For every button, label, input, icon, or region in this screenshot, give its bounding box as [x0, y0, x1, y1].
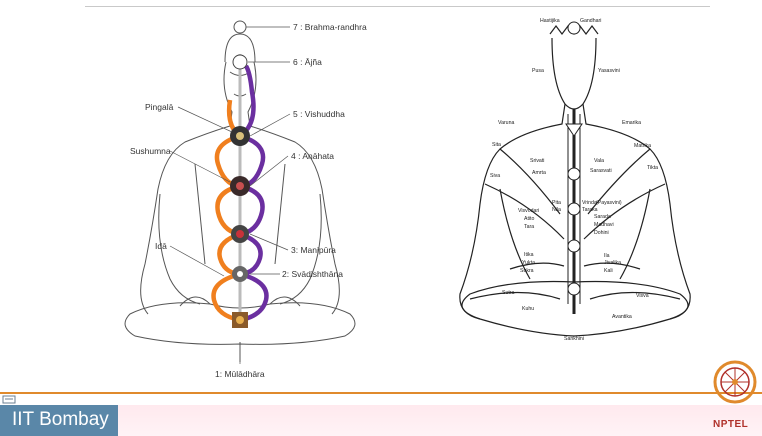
label-pusa: Pusa — [532, 68, 544, 74]
label-kuhu: Kuhu — [522, 306, 534, 312]
top-divider — [85, 6, 710, 7]
label-visva: Visva — [636, 293, 649, 299]
iit-crest-icon — [2, 394, 16, 404]
label-sukra: Sukra — [520, 268, 534, 274]
label-payasvini: (Payasvini) — [596, 200, 622, 206]
iit-bombay-text: IIT Bombay — [12, 409, 109, 431]
label-taraka: Taraka — [582, 207, 598, 213]
chakra-diagram: 7 : Brahma-randhra 6 : Ājña 5 : Vishuddh… — [100, 14, 400, 392]
label-sarada: Sarada — [594, 214, 611, 220]
label-sutra: Sutra — [502, 290, 515, 296]
label-yukta: Yukta — [522, 260, 535, 266]
label-muladhara: 1: Mūlādhāra — [215, 369, 265, 379]
label-emarika: Emarika — [622, 120, 641, 126]
label-manipura: 3: Manipūra — [291, 245, 336, 255]
label-ida: Idā — [155, 241, 167, 251]
label-matrika: Matrika — [634, 143, 651, 149]
label-ila: Ila — [604, 253, 610, 259]
label-hastijika: Hastijika — [540, 18, 560, 24]
label-yasasvini: Yasasvini — [598, 68, 620, 74]
crown-circle — [234, 21, 246, 33]
label-dohini: Dohini — [594, 230, 609, 236]
nadi-diagram: Hastijika Gandhari Pusa Yasasvini Varuna… — [440, 14, 720, 344]
label-brahma-randhra: 7 : Brahma-randhra — [293, 22, 367, 32]
label-srivati: Srivati — [530, 158, 544, 164]
label-svadhisthana: 2: Svādishthāna — [282, 269, 343, 279]
label-vala: Vala — [594, 158, 604, 164]
nptel-text: NPTEL — [713, 419, 748, 430]
label-siva: Siva — [490, 173, 500, 179]
label-vishuddha: 5 : Vishuddha — [293, 109, 345, 119]
label-varuna: Varuna — [498, 120, 514, 126]
label-ajna: 6 : Ājña — [293, 57, 322, 67]
label-atito: Atito — [524, 216, 534, 222]
label-gandhari: Gandhari — [580, 18, 601, 24]
label-tara: Tara — [524, 224, 534, 230]
label-anahata: 4 : Anāhata — [291, 151, 334, 161]
label-sankhini: Sankhini — [564, 336, 584, 342]
label-vrinda: Vrinda — [582, 200, 597, 206]
label-pita: Pita — [552, 200, 561, 206]
label-sarasvati: Sarasvati — [590, 168, 612, 174]
label-pingala: Pingalā — [145, 102, 174, 112]
label-kali: Kali — [604, 268, 613, 274]
label-itika: Itika — [524, 252, 534, 258]
label-avantika: Avantika — [612, 314, 632, 320]
label-visvodari: Visvodari — [518, 208, 539, 214]
label-nila: Nila — [552, 207, 561, 213]
label-tikta: Tikta — [647, 165, 658, 171]
label-sita: Sita — [492, 142, 501, 148]
label-sushumna: Sushumna — [130, 146, 171, 156]
label-madhavi: Madhavi — [594, 222, 614, 228]
footer-divider — [0, 392, 762, 394]
label-amrta: Amrta — [532, 170, 546, 176]
label-jivalika: Jivalika — [604, 260, 621, 266]
